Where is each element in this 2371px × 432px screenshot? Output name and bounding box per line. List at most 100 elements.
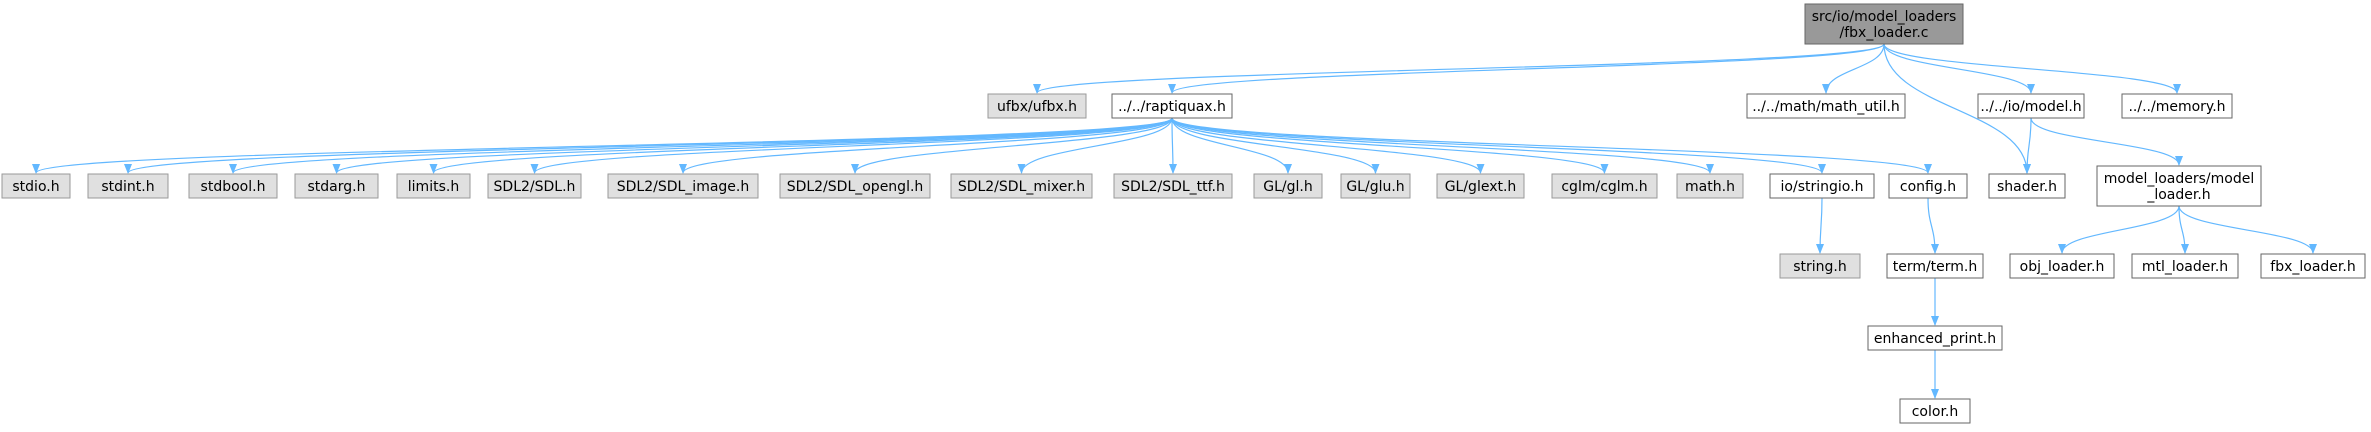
node-label: stdarg.h <box>308 179 366 195</box>
edge-raptiquax-to-config <box>1171 117 1932 174</box>
edge-raptiquax-to-stdio <box>32 117 1173 174</box>
node-stdint: stdint.h <box>87 173 169 199</box>
node-box <box>1746 93 1906 119</box>
node-box <box>1113 173 1233 199</box>
node-box <box>1769 173 1875 199</box>
edge-model-to-model_loader <box>2030 117 2183 166</box>
node-label: stdbool.h <box>201 179 266 195</box>
node-box <box>1436 173 1525 199</box>
node-raptiquax[interactable]: ../../raptiquax.h <box>1111 93 1233 119</box>
edge-config-to-term <box>1927 197 1939 254</box>
edge-fbx_loader_c-to-math_util <box>1822 43 1885 94</box>
node-stdbool: stdbool.h <box>188 173 278 199</box>
edge-raptiquax-to-sdl_image <box>679 117 1173 174</box>
node-memory[interactable]: ../../memory.h <box>2121 93 2233 119</box>
node-box <box>1977 93 2085 119</box>
node-math-util[interactable]: ../../math/math_util.h <box>1746 93 1906 119</box>
node-stdarg: stdarg.h <box>294 173 379 199</box>
node-box <box>2096 165 2262 207</box>
node-label: ../../raptiquax.h <box>1118 99 1226 115</box>
node-box <box>1988 173 2066 199</box>
node-box <box>2121 93 2233 119</box>
node-shader[interactable]: shader.h <box>1988 173 2066 199</box>
node-fbx-loader-c[interactable]: src/io/model_loaders/fbx_loader.c <box>1804 3 1964 45</box>
node-label: math.h <box>1685 179 1735 195</box>
node-box <box>1867 325 2003 351</box>
node-label: stdint.h <box>101 179 154 195</box>
node-box <box>779 173 931 199</box>
node-limits: limits.h <box>396 173 471 199</box>
node-label: SDL2/SDL_image.h <box>617 179 750 195</box>
edge-model-to-shader <box>2023 117 2032 174</box>
node-cglm: cglm/cglm.h <box>1551 173 1658 199</box>
node-obj-loader[interactable]: obj_loader.h <box>2009 253 2115 279</box>
node-stdio: stdio.h <box>1 173 71 199</box>
edge-raptiquax-to-sdl_ttf <box>1168 117 1177 174</box>
edge-fbx_loader_c-to-ufbx <box>1033 43 1885 94</box>
node-box <box>950 173 1093 199</box>
node-sdl-image: SDL2/SDL_image.h <box>607 173 759 199</box>
node-gl: GL/gl.h <box>1253 173 1323 199</box>
edge-model_loader-to-obj_loader <box>2058 205 2180 254</box>
node-box <box>1340 173 1411 199</box>
node-box <box>1551 173 1658 199</box>
node-label: enhanced_print.h <box>1874 331 1996 347</box>
node-label: GL/gl.h <box>1263 179 1312 195</box>
node-box <box>87 173 169 199</box>
node-term[interactable]: term/term.h <box>1886 253 1984 279</box>
edge-raptiquax-to-sdl_opengl <box>851 117 1173 174</box>
edge-raptiquax-to-glext <box>1171 117 1485 174</box>
node-label: string.h <box>1793 259 1847 275</box>
node-label: GL/glu.h <box>1346 179 1404 195</box>
edge-raptiquax-to-limits <box>429 117 1173 174</box>
node-box <box>396 173 471 199</box>
node-label: ../../io/model.h <box>1980 99 2081 115</box>
node-label: mtl_loader.h <box>2142 259 2228 275</box>
node-box <box>1886 253 1984 279</box>
edges-layer <box>32 43 2317 399</box>
edge-raptiquax-to-gl <box>1171 117 1292 174</box>
node-label: obj_loader.h <box>2020 259 2105 275</box>
node-box <box>1111 93 1233 119</box>
node-box <box>487 173 582 199</box>
node-model[interactable]: ../../io/model.h <box>1977 93 2085 119</box>
node-stringio[interactable]: io/stringio.h <box>1769 173 1875 199</box>
edge-raptiquax-to-stdarg <box>332 117 1173 174</box>
node-label: ../../memory.h <box>2128 99 2225 115</box>
node-label: /fbx_loader.c <box>1840 25 1929 41</box>
node-box <box>1804 3 1964 45</box>
edge-raptiquax-to-sdl <box>530 117 1173 174</box>
node-color[interactable]: color.h <box>1899 398 1971 424</box>
node-label: _loader.h <box>2146 187 2210 203</box>
node-label: GL/glext.h <box>1445 179 1517 195</box>
node-box <box>2131 253 2239 279</box>
edge-fbx_loader_c-to-memory <box>1883 43 2181 94</box>
node-box <box>1899 398 1971 424</box>
edge-model_loader-to-fbx_loader_h <box>2178 205 2317 254</box>
node-box <box>188 173 278 199</box>
node-label: io/stringio.h <box>1781 179 1864 195</box>
node-box <box>1253 173 1323 199</box>
node-label: color.h <box>1912 404 1959 420</box>
node-box <box>1 173 71 199</box>
node-ufbx: ufbx/ufbx.h <box>987 93 1087 119</box>
node-math-h: math.h <box>1676 173 1744 199</box>
node-box <box>1888 173 1968 199</box>
node-glext: GL/glext.h <box>1436 173 1525 199</box>
edge-stringio-to-string_h <box>1816 197 1825 254</box>
node-config[interactable]: config.h <box>1888 173 1968 199</box>
node-model-loader[interactable]: model_loaders/model_loader.h <box>2096 165 2262 207</box>
node-label: cglm/cglm.h <box>1561 179 1647 195</box>
node-fbx-loader-h[interactable]: fbx_loader.h <box>2260 253 2366 279</box>
node-enhanced-print[interactable]: enhanced_print.h <box>1867 325 2003 351</box>
node-label: SDL2/SDL_mixer.h <box>958 179 1085 195</box>
node-glu: GL/glu.h <box>1340 173 1411 199</box>
edge-fbx_loader_c-to-raptiquax <box>1168 43 1885 94</box>
node-mtl-loader[interactable]: mtl_loader.h <box>2131 253 2239 279</box>
node-label: config.h <box>1900 179 1956 195</box>
edge-raptiquax-to-sdl_mixer <box>1017 117 1173 174</box>
node-label: model_loaders/model <box>2104 171 2255 187</box>
node-label: ../../math/math_util.h <box>1752 99 1900 115</box>
node-label: SDL2/SDL.h <box>494 179 576 195</box>
